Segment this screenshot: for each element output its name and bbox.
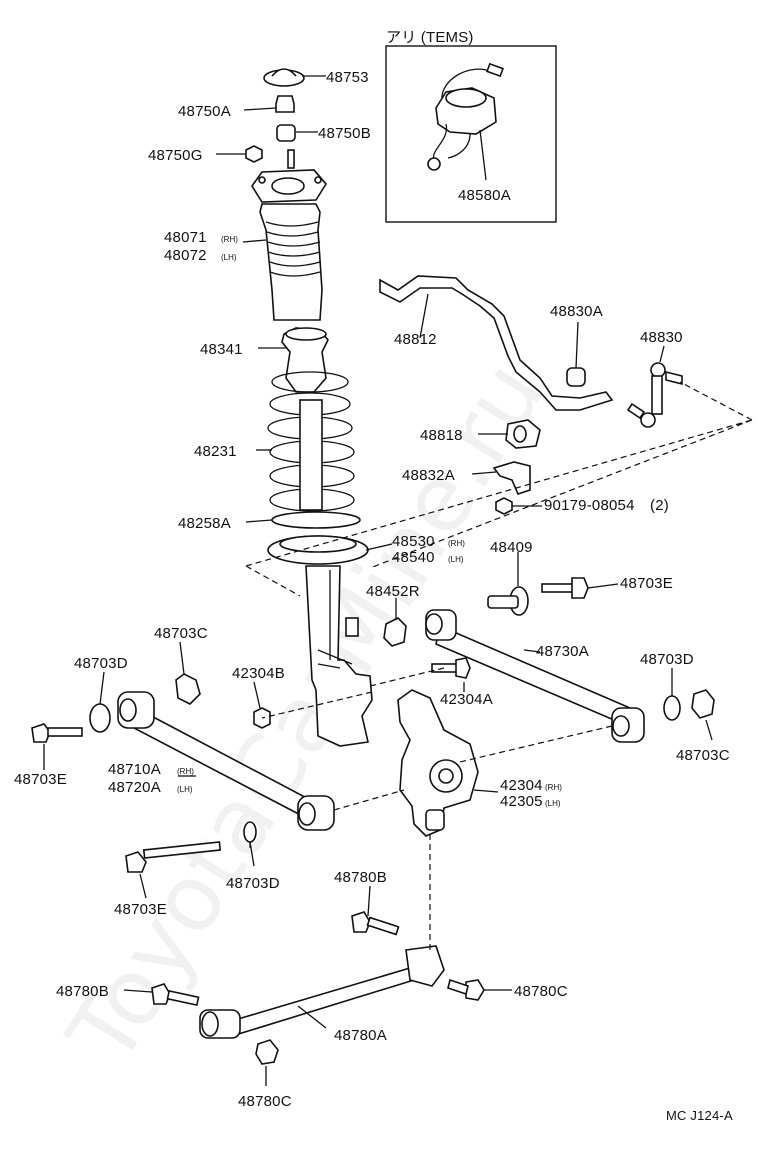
part-label-48072: 48072 xyxy=(164,247,207,264)
part-label-48780C-right: 48780C xyxy=(514,983,568,1000)
part-label-48780A: 48780A xyxy=(334,1027,387,1044)
part-label-48703D-right: 48703D xyxy=(640,651,694,668)
part-label-48703E-right: 48703E xyxy=(620,575,673,592)
rh-mark-48530: (RH) xyxy=(448,539,465,548)
lh-mark-42305: (LH) xyxy=(545,799,561,808)
stabilizer-bar-drawing xyxy=(379,275,683,515)
part-label-48750A: 48750A xyxy=(178,103,231,120)
part-label-48703C-right: 48703C xyxy=(676,747,730,764)
lh-mark-48720A: (LH) xyxy=(177,785,193,794)
part-label-48750B: 48750B xyxy=(318,125,371,142)
part-label-48830A: 48830A xyxy=(550,303,603,320)
arms-and-bolts-drawing xyxy=(31,577,715,1065)
part-label-48812: 48812 xyxy=(394,331,437,348)
quantity-label: (2) xyxy=(650,497,669,514)
part-label-42304: 42304 xyxy=(500,777,543,794)
lh-mark-48540: (LH) xyxy=(448,555,464,564)
rh-mark-48710A: (RH) xyxy=(177,767,194,776)
part-label-90179-08054: 90179-08054 xyxy=(544,497,635,514)
part-label-48818: 48818 xyxy=(420,427,463,444)
part-label-48540: 48540 xyxy=(392,549,435,566)
strut-assembly-drawing xyxy=(245,68,373,747)
part-label-48780B-upper: 48780B xyxy=(334,869,387,886)
part-label-48720A: 48720A xyxy=(108,779,161,796)
part-label-48409: 48409 xyxy=(490,539,533,556)
part-label-48730A: 48730A xyxy=(536,643,589,660)
part-label-48703E-lower: 48703E xyxy=(114,901,167,918)
part-label-48703D-lower: 48703D xyxy=(226,875,280,892)
part-labels: 48753 48750A 48750B 48750G 48071 (RH) 48… xyxy=(14,69,730,1110)
part-label-48703C-left: 48703C xyxy=(154,625,208,642)
part-label-48753: 48753 xyxy=(326,69,369,86)
leader-lines xyxy=(43,75,713,1086)
rh-mark-42304: (RH) xyxy=(545,783,562,792)
part-label-48580A: 48580A xyxy=(458,187,511,204)
part-label-48832A: 48832A xyxy=(402,467,455,484)
part-label-48258A: 48258A xyxy=(178,515,231,532)
figure-code: MC J124-A xyxy=(666,1108,733,1123)
part-label-48341: 48341 xyxy=(200,341,243,358)
reference-lines xyxy=(245,381,753,950)
part-label-48780B-lower: 48780B xyxy=(56,983,109,1000)
part-label-42304B: 42304B xyxy=(232,665,285,682)
part-label-48071: 48071 xyxy=(164,229,207,246)
tems-actuator-drawing xyxy=(427,62,504,181)
part-label-48780C-lower: 48780C xyxy=(238,1093,292,1110)
part-label-48750G: 48750G xyxy=(148,147,203,164)
part-label-42305: 42305 xyxy=(500,793,543,810)
part-label-48703D-left: 48703D xyxy=(74,655,128,672)
part-label-48530: 48530 xyxy=(392,533,435,550)
lh-mark-48072: (LH) xyxy=(221,253,237,262)
tems-inset: アリ (TEMS) 48580A xyxy=(385,29,557,223)
part-label-48830: 48830 xyxy=(640,329,683,346)
part-label-48452R: 48452R xyxy=(366,583,420,600)
part-label-48703E-left: 48703E xyxy=(14,771,67,788)
inset-title: アリ (TEMS) xyxy=(386,29,474,46)
part-label-48710A: 48710A xyxy=(108,761,161,778)
rh-mark-48071: (RH) xyxy=(221,235,238,244)
part-label-48231: 48231 xyxy=(194,443,237,460)
part-label-42304A: 42304A xyxy=(440,691,493,708)
